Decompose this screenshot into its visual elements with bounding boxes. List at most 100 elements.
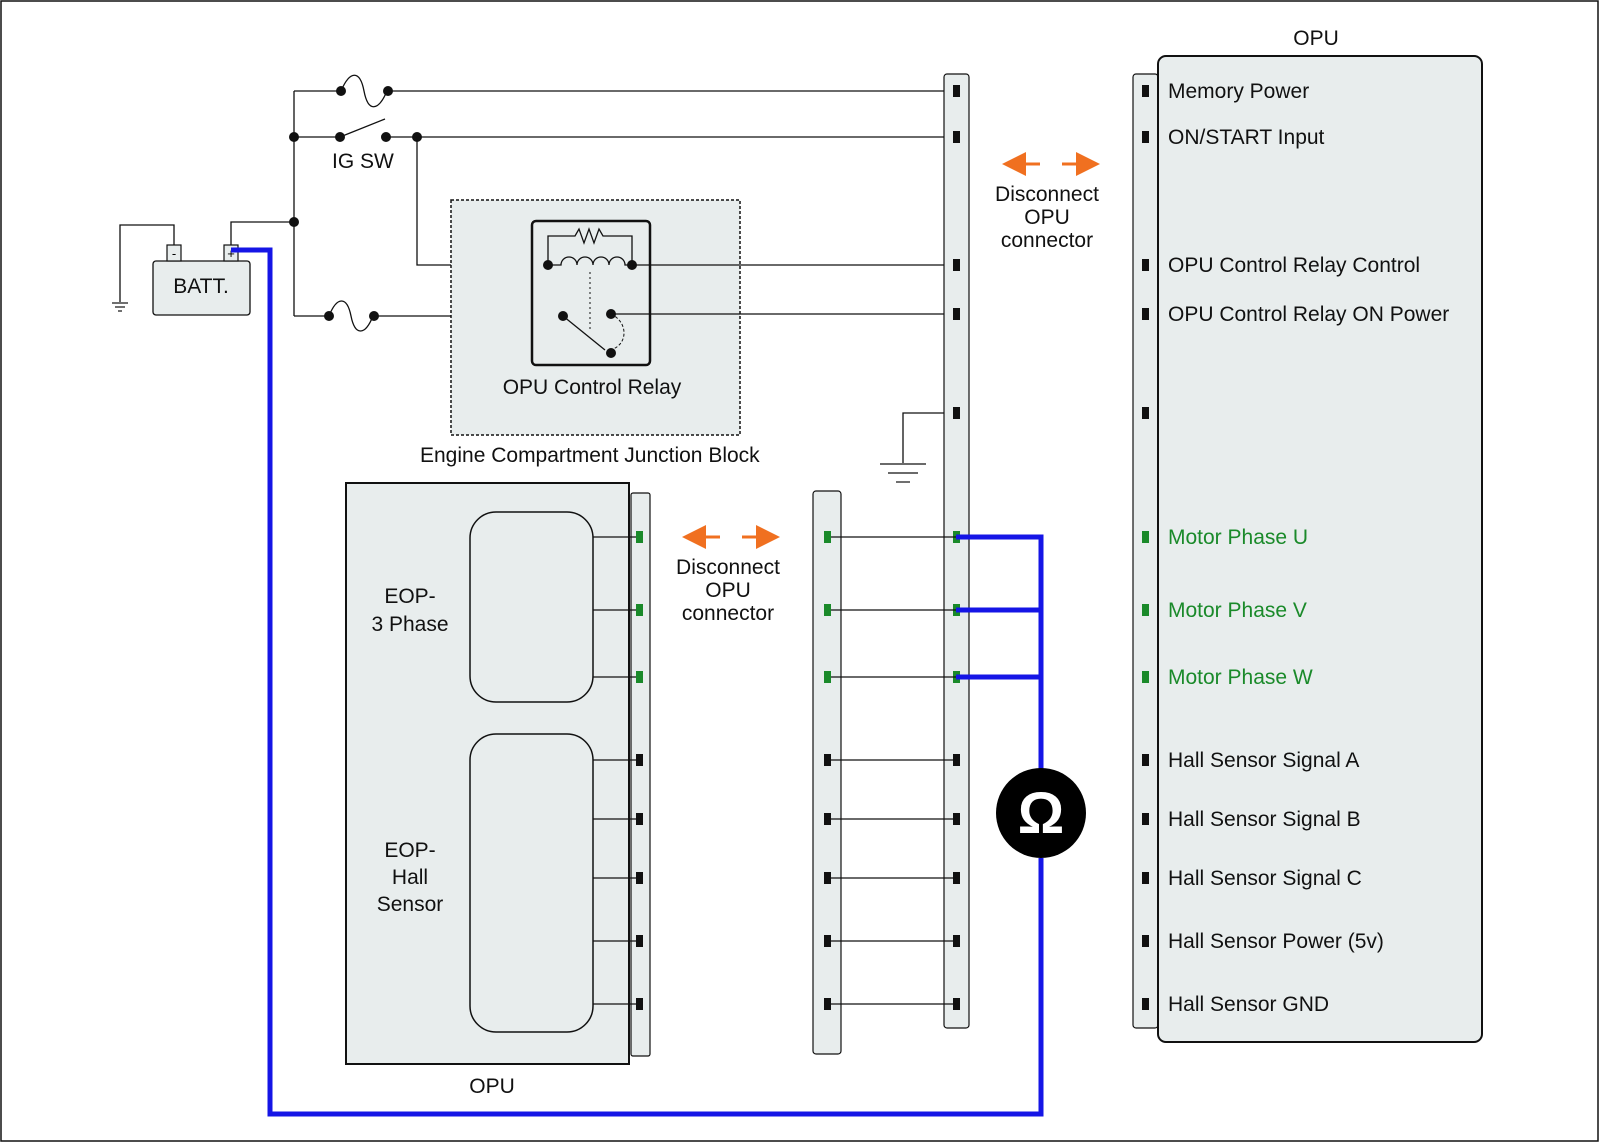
harness-pin-9[interactable]	[953, 754, 960, 766]
ohmmeter-symbol: Ω	[1018, 781, 1065, 846]
relay-switch-arc	[610, 313, 625, 350]
pump-pin-3[interactable]	[636, 671, 643, 683]
disconnect-top-line1: Disconnect	[995, 183, 1099, 206]
battery-positive-wire	[230, 221, 294, 245]
harness-pin-3[interactable]	[953, 259, 960, 271]
eop-hall-sensor-block	[469, 733, 594, 1033]
relay-coil	[548, 256, 632, 266]
opu-module-pin-5[interactable]	[1142, 407, 1149, 419]
opu-module-pin-label-9: Hall Sensor Signal A	[1168, 749, 1359, 772]
opu-module-pin-label-1: Memory Power	[1168, 80, 1309, 103]
opu-module-pin-7[interactable]	[1142, 604, 1149, 616]
harness-pin-12[interactable]	[953, 935, 960, 947]
ohmmeter-test-leads	[231, 247, 1044, 1117]
disconnect-top-line3: connector	[1001, 229, 1093, 252]
eop-hall-label-line3: Sensor	[377, 893, 444, 916]
relay-label: OPU Control Relay	[503, 376, 682, 399]
opu-module-pin-label-4: OPU Control Relay ON Power	[1168, 303, 1449, 326]
battery-body	[152, 260, 251, 316]
harness-pin-1[interactable]	[953, 85, 960, 97]
opu-connector-pin-5[interactable]	[824, 813, 831, 825]
opu-module-pin-label-6: Motor Phase U	[1168, 526, 1308, 549]
opu-module-pin-9[interactable]	[1142, 754, 1149, 766]
pump-pin-1[interactable]	[636, 531, 643, 543]
opu-module-pin-label-3: OPU Control Relay Control	[1168, 254, 1420, 277]
opu-module-pin-3[interactable]	[1142, 259, 1149, 271]
relay-box	[530, 219, 652, 367]
lower-harness-wires	[593, 531, 956, 1010]
pump-pin-4[interactable]	[636, 754, 643, 766]
opu-module-pin-4[interactable]	[1142, 308, 1149, 320]
ground-symbol-pin	[880, 463, 926, 483]
pump-pin-6[interactable]	[636, 872, 643, 884]
opu-connector-pin-7[interactable]	[824, 935, 831, 947]
opu-connector-pin-2[interactable]	[824, 604, 831, 616]
junction-block-label: Engine Compartment Junction Block	[420, 444, 760, 467]
fuse-memory	[340, 74, 388, 108]
opu-module-pin-10[interactable]	[1142, 813, 1149, 825]
disconnect-left-line1: Disconnect	[676, 556, 780, 579]
ohmmeter-icon: Ω	[996, 768, 1086, 858]
pump-pin-5[interactable]	[636, 813, 643, 825]
fuse-relay	[328, 300, 374, 332]
opu-module-pin-2[interactable]	[1142, 131, 1149, 143]
relay-resistor	[547, 227, 633, 265]
battery-label: BATT.	[173, 275, 229, 298]
opu-module-pin-label-13: Hall Sensor GND	[1168, 993, 1329, 1016]
eop-3-phase-label-line1: EOP-	[384, 585, 435, 608]
relay-node	[543, 260, 553, 270]
opu-module-pin-label-8: Motor Phase W	[1168, 666, 1313, 689]
eop-3-phase-label-line2: 3 Phase	[371, 613, 448, 636]
harness-pin-5[interactable]	[953, 407, 960, 419]
disconnect-left-line3: connector	[682, 602, 774, 625]
opu-module-pin-1[interactable]	[1142, 85, 1149, 97]
opu-module-pin-13[interactable]	[1142, 998, 1149, 1010]
opu-module-pin-8[interactable]	[1142, 671, 1149, 683]
opu-connector-strip	[812, 490, 842, 1055]
pump-pin-2[interactable]	[636, 604, 643, 616]
opu-connector-pin-8[interactable]	[824, 998, 831, 1010]
opu-module-pin-label-7: Motor Phase V	[1168, 599, 1307, 622]
opu-module-pin-label-11: Hall Sensor Signal C	[1168, 867, 1362, 890]
pin-ground-wire	[902, 412, 950, 463]
opu-connector-pin-1[interactable]	[824, 531, 831, 543]
relay-switch-blade	[562, 315, 606, 351]
opu-module-pin-label-2: ON/START Input	[1168, 126, 1325, 149]
harness-pin-13[interactable]	[953, 998, 960, 1010]
battery-neg-symbol: -	[172, 246, 176, 261]
opu-module-pin-6[interactable]	[1142, 531, 1149, 543]
eop-3-phase-block	[469, 511, 594, 703]
test-lead-battery	[231, 247, 1044, 1117]
test-lead-phase-u	[956, 534, 1044, 769]
eop-hall-label-line2: Hall	[392, 866, 428, 889]
opu-module-pin-label-12: Hall Sensor Power (5v)	[1168, 930, 1384, 953]
opu-module-title: OPU	[1293, 27, 1339, 50]
ig-switch-blade	[339, 118, 386, 138]
opu-module-connector-strip	[1132, 73, 1159, 1029]
battery-ground-wire	[119, 224, 175, 302]
disconnect-left-line2: OPU	[705, 579, 751, 602]
opu-module-pin-12[interactable]	[1142, 935, 1149, 947]
opu-connector-pin-3[interactable]	[824, 671, 831, 683]
opu-module-pin-11[interactable]	[1142, 872, 1149, 884]
ground-symbol-battery	[112, 302, 128, 312]
harness-pin-4[interactable]	[953, 308, 960, 320]
bus-node	[289, 217, 299, 227]
disconnect-top-line2: OPU	[1024, 206, 1070, 229]
harness-pin-11[interactable]	[953, 872, 960, 884]
eop-hall-label-line1: EOP-	[384, 839, 435, 862]
harness-pin-10[interactable]	[953, 813, 960, 825]
opu-pump-title: OPU	[469, 1075, 515, 1098]
harness-connector-strip	[943, 73, 970, 1029]
harness-pin-2[interactable]	[953, 131, 960, 143]
ig-switch-label: IG SW	[332, 150, 394, 173]
opu-connector-pin-4[interactable]	[824, 754, 831, 766]
pump-connector-strip	[630, 492, 651, 1057]
pump-pin-7[interactable]	[636, 935, 643, 947]
battery-pos-symbol: +	[227, 246, 235, 261]
pump-pin-8[interactable]	[636, 998, 643, 1010]
opu-connector-pin-6[interactable]	[824, 872, 831, 884]
opu-module-box	[1157, 55, 1483, 1043]
